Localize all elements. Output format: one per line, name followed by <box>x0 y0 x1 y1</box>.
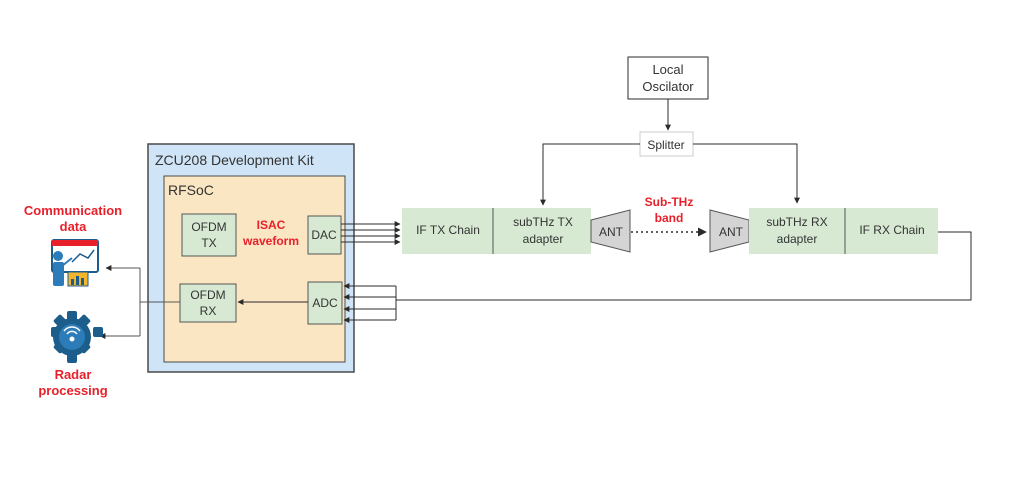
rx-feedback-lines <box>343 231 972 323</box>
splitter-label: Splitter <box>647 138 684 152</box>
ofdm-tx-label-1: OFDM <box>191 220 226 234</box>
thz-tx-label-1: subTHz TX <box>513 215 573 229</box>
ant-tx-label: ANT <box>599 225 624 239</box>
if-tx-label: IF TX Chain <box>416 223 480 237</box>
isac-label: ISAC <box>257 218 286 232</box>
presenter-chart-icon <box>51 239 99 287</box>
dac-block <box>307 215 342 255</box>
ofdm-tx-block <box>181 213 237 257</box>
kit-title: ZCU208 Development Kit <box>155 152 314 168</box>
adc-block <box>307 281 343 325</box>
lo-label-1: Local <box>652 62 683 77</box>
subthz-label-2: band <box>655 211 684 225</box>
tx-chain-block <box>402 208 591 254</box>
rfsoc-box <box>163 175 346 363</box>
thz-tx-label-2: adapter <box>523 232 564 246</box>
output-connections <box>99 265 180 339</box>
dac-label: DAC <box>311 228 337 242</box>
local-oscillator-block <box>627 56 709 100</box>
thz-rx-label-2: adapter <box>777 232 818 246</box>
ofdm-rx-label-1: OFDM <box>190 288 225 302</box>
adc-label: ADC <box>312 296 338 310</box>
rx-chain-block <box>749 208 938 254</box>
communication-label-1: Communication <box>24 203 122 218</box>
subthz-label-1: Sub-THz <box>645 195 694 209</box>
waveform-label: waveform <box>242 234 299 248</box>
radar-label-2: processing <box>38 383 107 398</box>
if-rx-label: IF RX Chain <box>859 223 924 237</box>
radar-label-1: Radar <box>55 367 92 382</box>
ofdm-rx-block <box>179 283 237 323</box>
thz-rx-label-1: subTHz RX <box>766 215 827 229</box>
ofdm-rx-label-2: RX <box>200 304 217 318</box>
lo-label-2: Oscilator <box>642 79 694 94</box>
rfsoc-label: RFSoC <box>168 182 214 198</box>
tx-antenna <box>590 209 631 253</box>
ofdm-tx-label-2: TX <box>201 236 216 250</box>
radar-gear-icon <box>51 311 103 363</box>
communication-label-2: data <box>60 219 88 234</box>
ant-rx-label: ANT <box>719 225 744 239</box>
splitter-outputs <box>540 143 800 206</box>
dac-to-if-tx-arrows <box>341 221 401 245</box>
